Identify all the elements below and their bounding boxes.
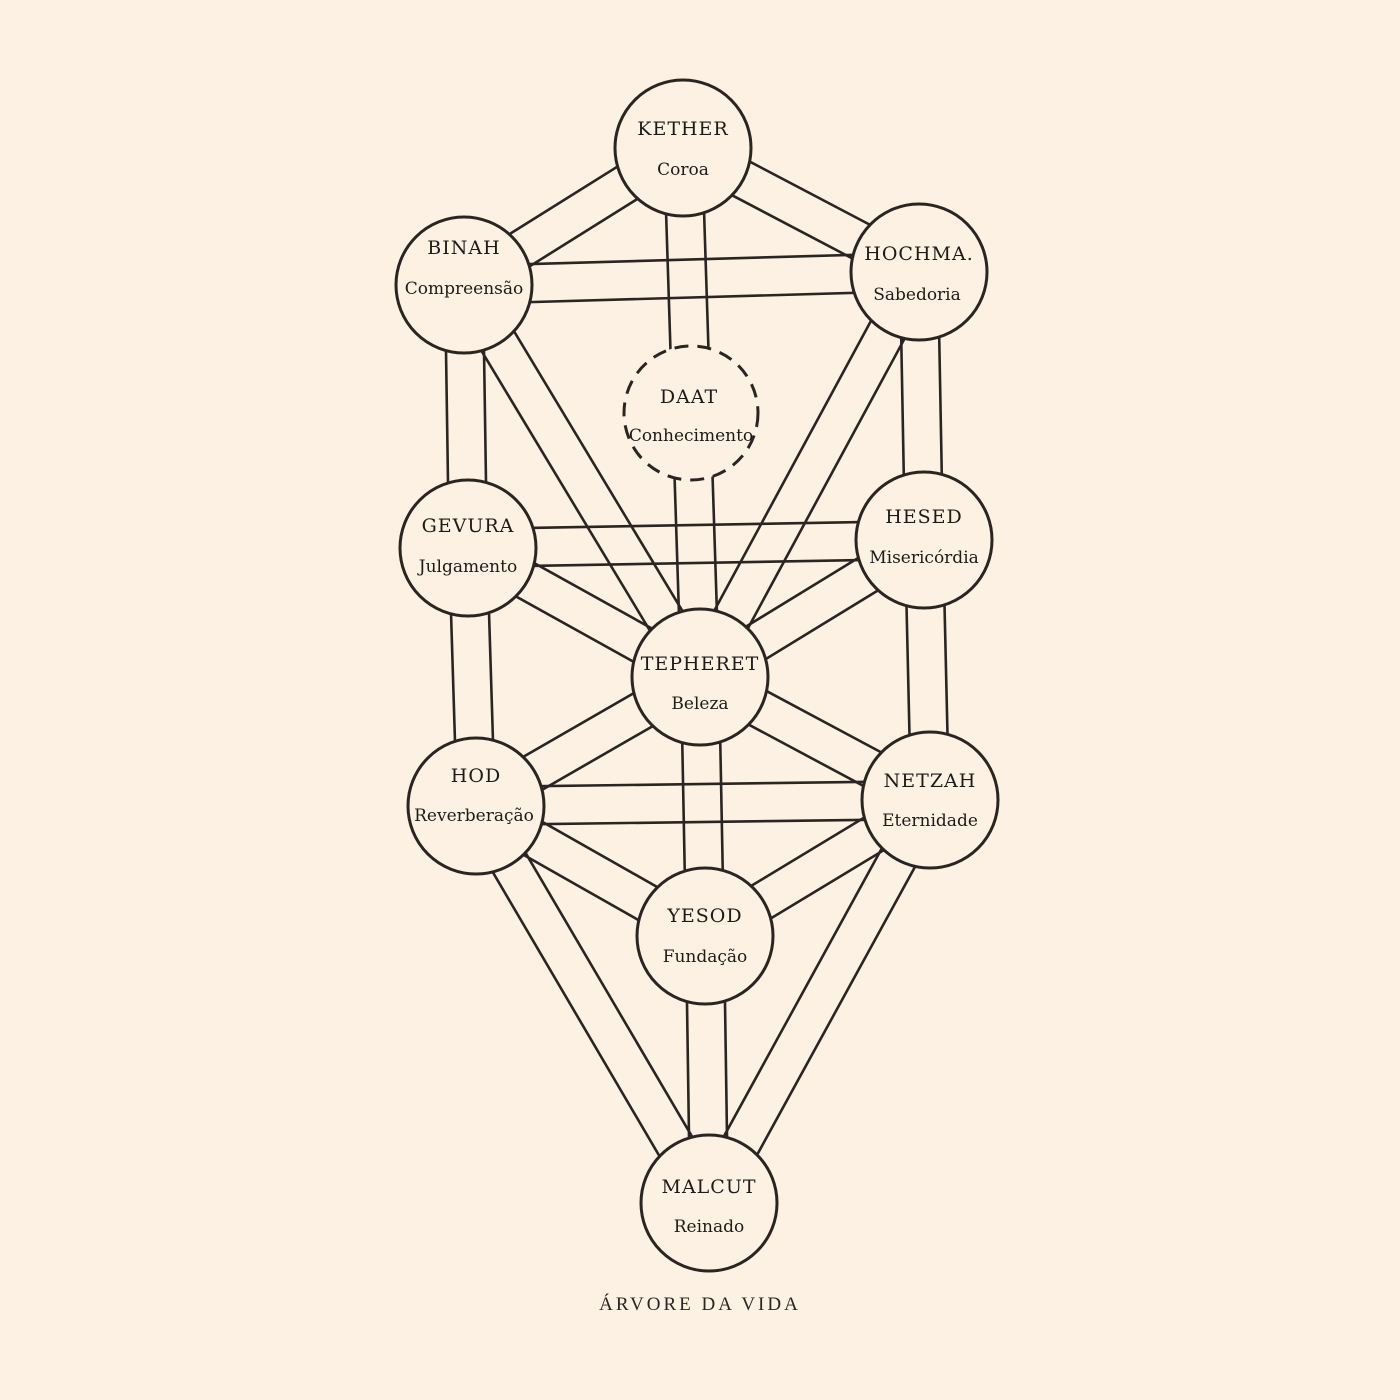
sefira-hochma-circle bbox=[849, 202, 989, 342]
path-netzah-malcut bbox=[691, 790, 948, 1213]
path-netzah-malcut-left-line bbox=[691, 790, 915, 1195]
path-netzah-malcut-right-line bbox=[724, 808, 948, 1213]
sefira-gevura: GEVURA Julgamento bbox=[398, 478, 538, 618]
sefira-hesed: HESED Misericórdia bbox=[854, 470, 994, 610]
sefira-daat-meaning: Conhecimento bbox=[629, 426, 753, 446]
path-hod-malcut bbox=[458, 795, 727, 1214]
path-binah-tepheret bbox=[446, 274, 718, 688]
path-binah-tepheret-left-line bbox=[446, 294, 685, 688]
sefira-yesod-meaning: Fundação bbox=[663, 947, 748, 967]
sefira-yesod: YESOD Fundação bbox=[635, 866, 775, 1006]
sefira-netzah: NETZAH Eternidade bbox=[860, 730, 1000, 870]
path-hochma-tepheret-left-line bbox=[682, 262, 904, 669]
sefira-malcut: MALCUT Reinado bbox=[639, 1133, 779, 1273]
sefira-hesed-name: HESED bbox=[885, 506, 963, 528]
path-binah-hochma-right-line bbox=[463, 251, 919, 268]
path-gevura-hesed bbox=[467, 519, 925, 569]
path-gevura-hesed-left-line bbox=[468, 557, 925, 569]
sefira-hesed-circle bbox=[854, 470, 994, 610]
diagram-caption: ÁRVORE DA VIDA bbox=[599, 1294, 801, 1315]
sefira-hochma: HOCHMA. Sabedoria bbox=[849, 202, 989, 342]
nodes-layer: KETHER Coroa BINAH Compreensão HOCHMA. S… bbox=[394, 78, 1000, 1273]
sefira-daat: DAAT Conhecimento bbox=[622, 344, 760, 482]
sefira-malcut-name: MALCUT bbox=[661, 1176, 756, 1198]
sefira-kether-circle bbox=[613, 78, 753, 218]
sefira-tepheret: TEPHERET Beleza bbox=[630, 607, 770, 747]
path-binah-hochma-left-line bbox=[464, 289, 920, 306]
sefira-binah-circle bbox=[394, 215, 534, 355]
sefira-hod: HOD Reverberação bbox=[406, 736, 546, 876]
sefira-netzah-name: NETZAH bbox=[884, 770, 977, 792]
sefira-gevura-name: GEVURA bbox=[422, 515, 515, 537]
sefira-yesod-name: YESOD bbox=[666, 905, 742, 927]
path-hochma-tepheret bbox=[682, 262, 937, 687]
path-hod-malcut-left-line bbox=[458, 814, 694, 1214]
path-hod-netzah-left-line bbox=[476, 817, 931, 827]
sefira-gevura-meaning: Julgamento bbox=[417, 557, 517, 577]
path-binah-tepheret-right-line bbox=[479, 274, 718, 668]
path-hod-netzah bbox=[475, 779, 931, 827]
sefira-kether: KETHER Coroa bbox=[613, 78, 753, 218]
path-hod-malcut-right-line bbox=[491, 795, 727, 1195]
sefira-binah-name: BINAH bbox=[427, 237, 500, 259]
sefira-hod-name: HOD bbox=[451, 765, 501, 787]
sefira-tepheret-meaning: Beleza bbox=[671, 694, 728, 714]
sefira-daat-name: DAAT bbox=[660, 386, 718, 408]
sefira-yesod-circle bbox=[635, 866, 775, 1006]
sefira-daat-circle bbox=[622, 344, 760, 482]
sefira-netzah-meaning: Eternidade bbox=[882, 811, 978, 831]
sefira-hesed-meaning: Misericórdia bbox=[869, 548, 979, 568]
sefira-tepheret-circle bbox=[630, 607, 770, 747]
sefira-netzah-circle bbox=[860, 730, 1000, 870]
sefira-hochma-meaning: Sabedoria bbox=[873, 285, 961, 305]
sefira-hod-circle bbox=[406, 736, 546, 876]
sefira-kether-meaning: Coroa bbox=[657, 160, 709, 180]
sefira-malcut-meaning: Reinado bbox=[674, 1217, 745, 1237]
path-binah-hochma bbox=[463, 251, 920, 306]
sefira-kether-name: KETHER bbox=[637, 118, 728, 140]
path-hod-netzah-right-line bbox=[475, 779, 930, 789]
sefira-hochma-name: HOCHMA. bbox=[864, 243, 973, 265]
sefira-malcut-circle bbox=[639, 1133, 779, 1273]
sefira-hod-meaning: Reverberação bbox=[414, 806, 534, 826]
sefira-tepheret-name: TEPHERET bbox=[641, 653, 760, 675]
path-gevura-hesed-right-line bbox=[467, 519, 924, 531]
path-hochma-tepheret-right-line bbox=[715, 280, 937, 687]
sefira-binah: BINAH Compreensão bbox=[394, 215, 534, 355]
sefira-gevura-circle bbox=[398, 478, 538, 618]
sefira-binah-meaning: Compreensão bbox=[405, 279, 524, 299]
